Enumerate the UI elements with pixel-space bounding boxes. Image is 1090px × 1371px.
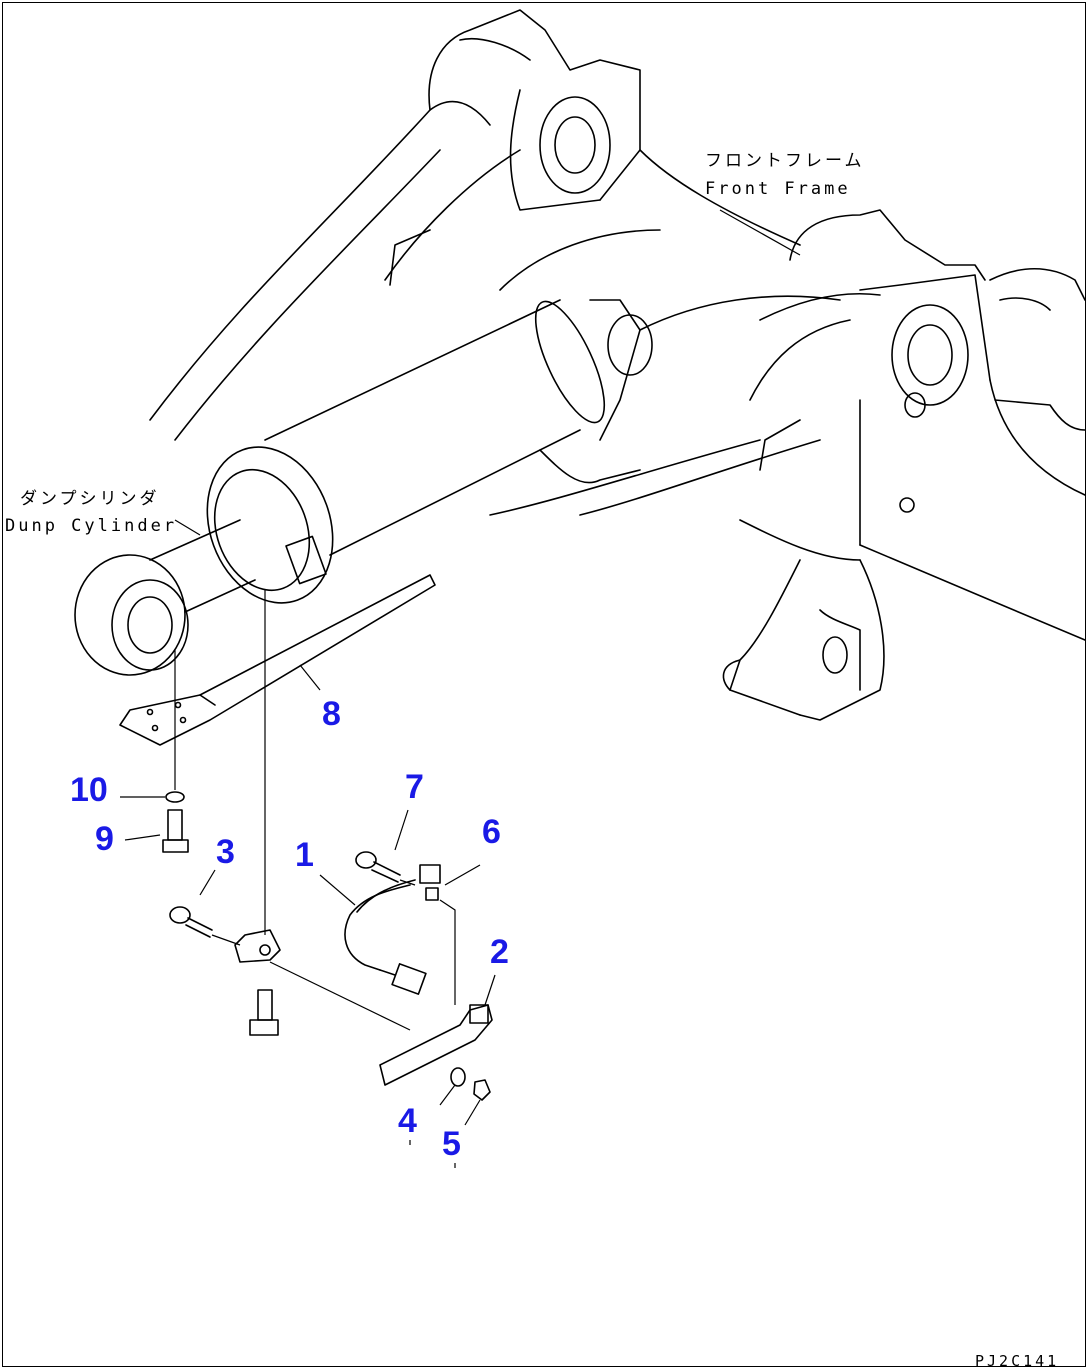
part-10-washer: [120, 791, 185, 803]
callout-7: 7: [405, 768, 424, 806]
dump-cylinder-label-en: Dunp Cylinder: [5, 516, 178, 536]
callout-10: 10: [70, 771, 108, 809]
front-frame: [149, 9, 1086, 721]
callout-3: 3: [216, 833, 235, 871]
dump-cylinder: [74, 299, 606, 676]
part-2-plate: [379, 974, 496, 1086]
part-1-sensor: [319, 874, 427, 995]
sensor-bracket: [234, 929, 411, 1031]
front-frame-label-en: Front Frame: [705, 179, 851, 199]
dump-cylinder-label-jp: ダンプシリンダ: [20, 489, 160, 509]
callout-4: 4: [398, 1102, 417, 1140]
part-6-clip: [419, 864, 481, 1005]
part-7-bolt: [355, 809, 416, 886]
callout-2: 2: [490, 933, 509, 971]
front-frame-label-jp: フロントフレーム: [705, 151, 865, 171]
callout-6: 6: [482, 813, 501, 851]
callout-1: 1: [295, 836, 314, 874]
mounting-bolt: [249, 989, 279, 1036]
callout-9: 9: [95, 820, 114, 858]
part-9-bolt: [124, 809, 189, 853]
part-4-washer: [439, 1067, 466, 1106]
callout-5: 5: [442, 1125, 461, 1163]
part-3-bolt: [169, 869, 241, 946]
drawing-code: PJ2C141: [975, 1352, 1060, 1370]
callout-8: 8: [322, 695, 341, 733]
part-8-plate: [119, 574, 436, 790]
part-5-nut: [409, 1079, 491, 1168]
